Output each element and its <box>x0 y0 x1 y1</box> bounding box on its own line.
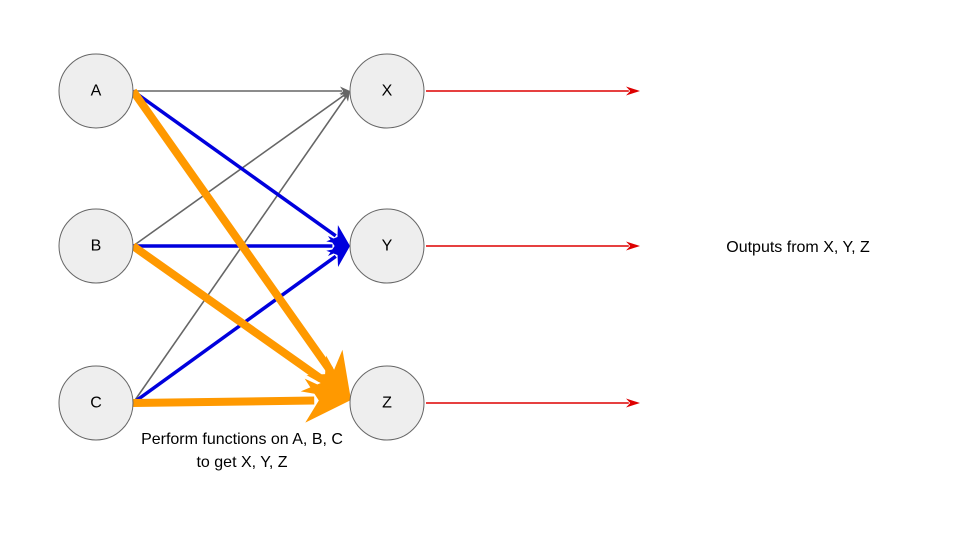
node-circle <box>58 208 134 284</box>
node-label: C <box>90 395 102 412</box>
edge-a-to-z-line <box>129 88 334 373</box>
output-node-z: Z <box>349 365 425 441</box>
edge-c-to-x-line <box>132 97 347 404</box>
output-arrow-z <box>426 398 640 408</box>
edge-c-to-z <box>132 378 351 423</box>
output-node-y: Y <box>349 208 425 284</box>
edge-c-to-y <box>131 246 350 405</box>
node-label: Z <box>382 395 392 412</box>
node-label: B <box>91 238 102 255</box>
input-node-a: A <box>58 53 134 129</box>
edge-c-to-z-arrowhead <box>304 378 351 423</box>
node-circle <box>58 53 134 129</box>
functions-caption-line2: to get X, Y, Z <box>196 454 287 471</box>
edge-c-to-x <box>132 91 350 404</box>
node-label: X <box>382 83 393 100</box>
node-circle <box>349 208 425 284</box>
output-arrow-y <box>426 241 640 251</box>
edge-b-to-z-line <box>130 242 324 383</box>
input-node-c: C <box>58 365 134 441</box>
edge-c-to-y-line <box>131 254 337 405</box>
edge-c-to-z-line <box>132 396 315 407</box>
node-circle <box>349 365 425 441</box>
edges-layer <box>129 86 640 423</box>
node-circle <box>349 53 425 129</box>
node-label: Y <box>382 238 393 255</box>
edge-a-to-y-line <box>131 89 337 238</box>
input-node-b: B <box>58 208 134 284</box>
output-arrow-y-arrowhead <box>626 241 640 251</box>
edge-c-to-x-arrowhead <box>340 91 350 102</box>
output-arrow-x <box>426 86 640 96</box>
output-arrow-z-arrowhead <box>626 398 640 408</box>
nodes-layer: A B C X Y Z <box>58 53 425 441</box>
node-label: A <box>91 83 102 100</box>
edge-c-to-y-arrowhead <box>326 246 350 267</box>
edge-b-to-x-line <box>132 94 344 247</box>
outputs-caption: Outputs from X, Y, Z <box>726 239 870 256</box>
edge-a-to-x <box>133 86 350 96</box>
output-arrow-x-arrowhead <box>626 86 640 96</box>
output-node-x: X <box>349 53 425 129</box>
node-circle <box>58 365 134 441</box>
functions-caption-line1: Perform functions on A, B, C <box>141 431 343 448</box>
